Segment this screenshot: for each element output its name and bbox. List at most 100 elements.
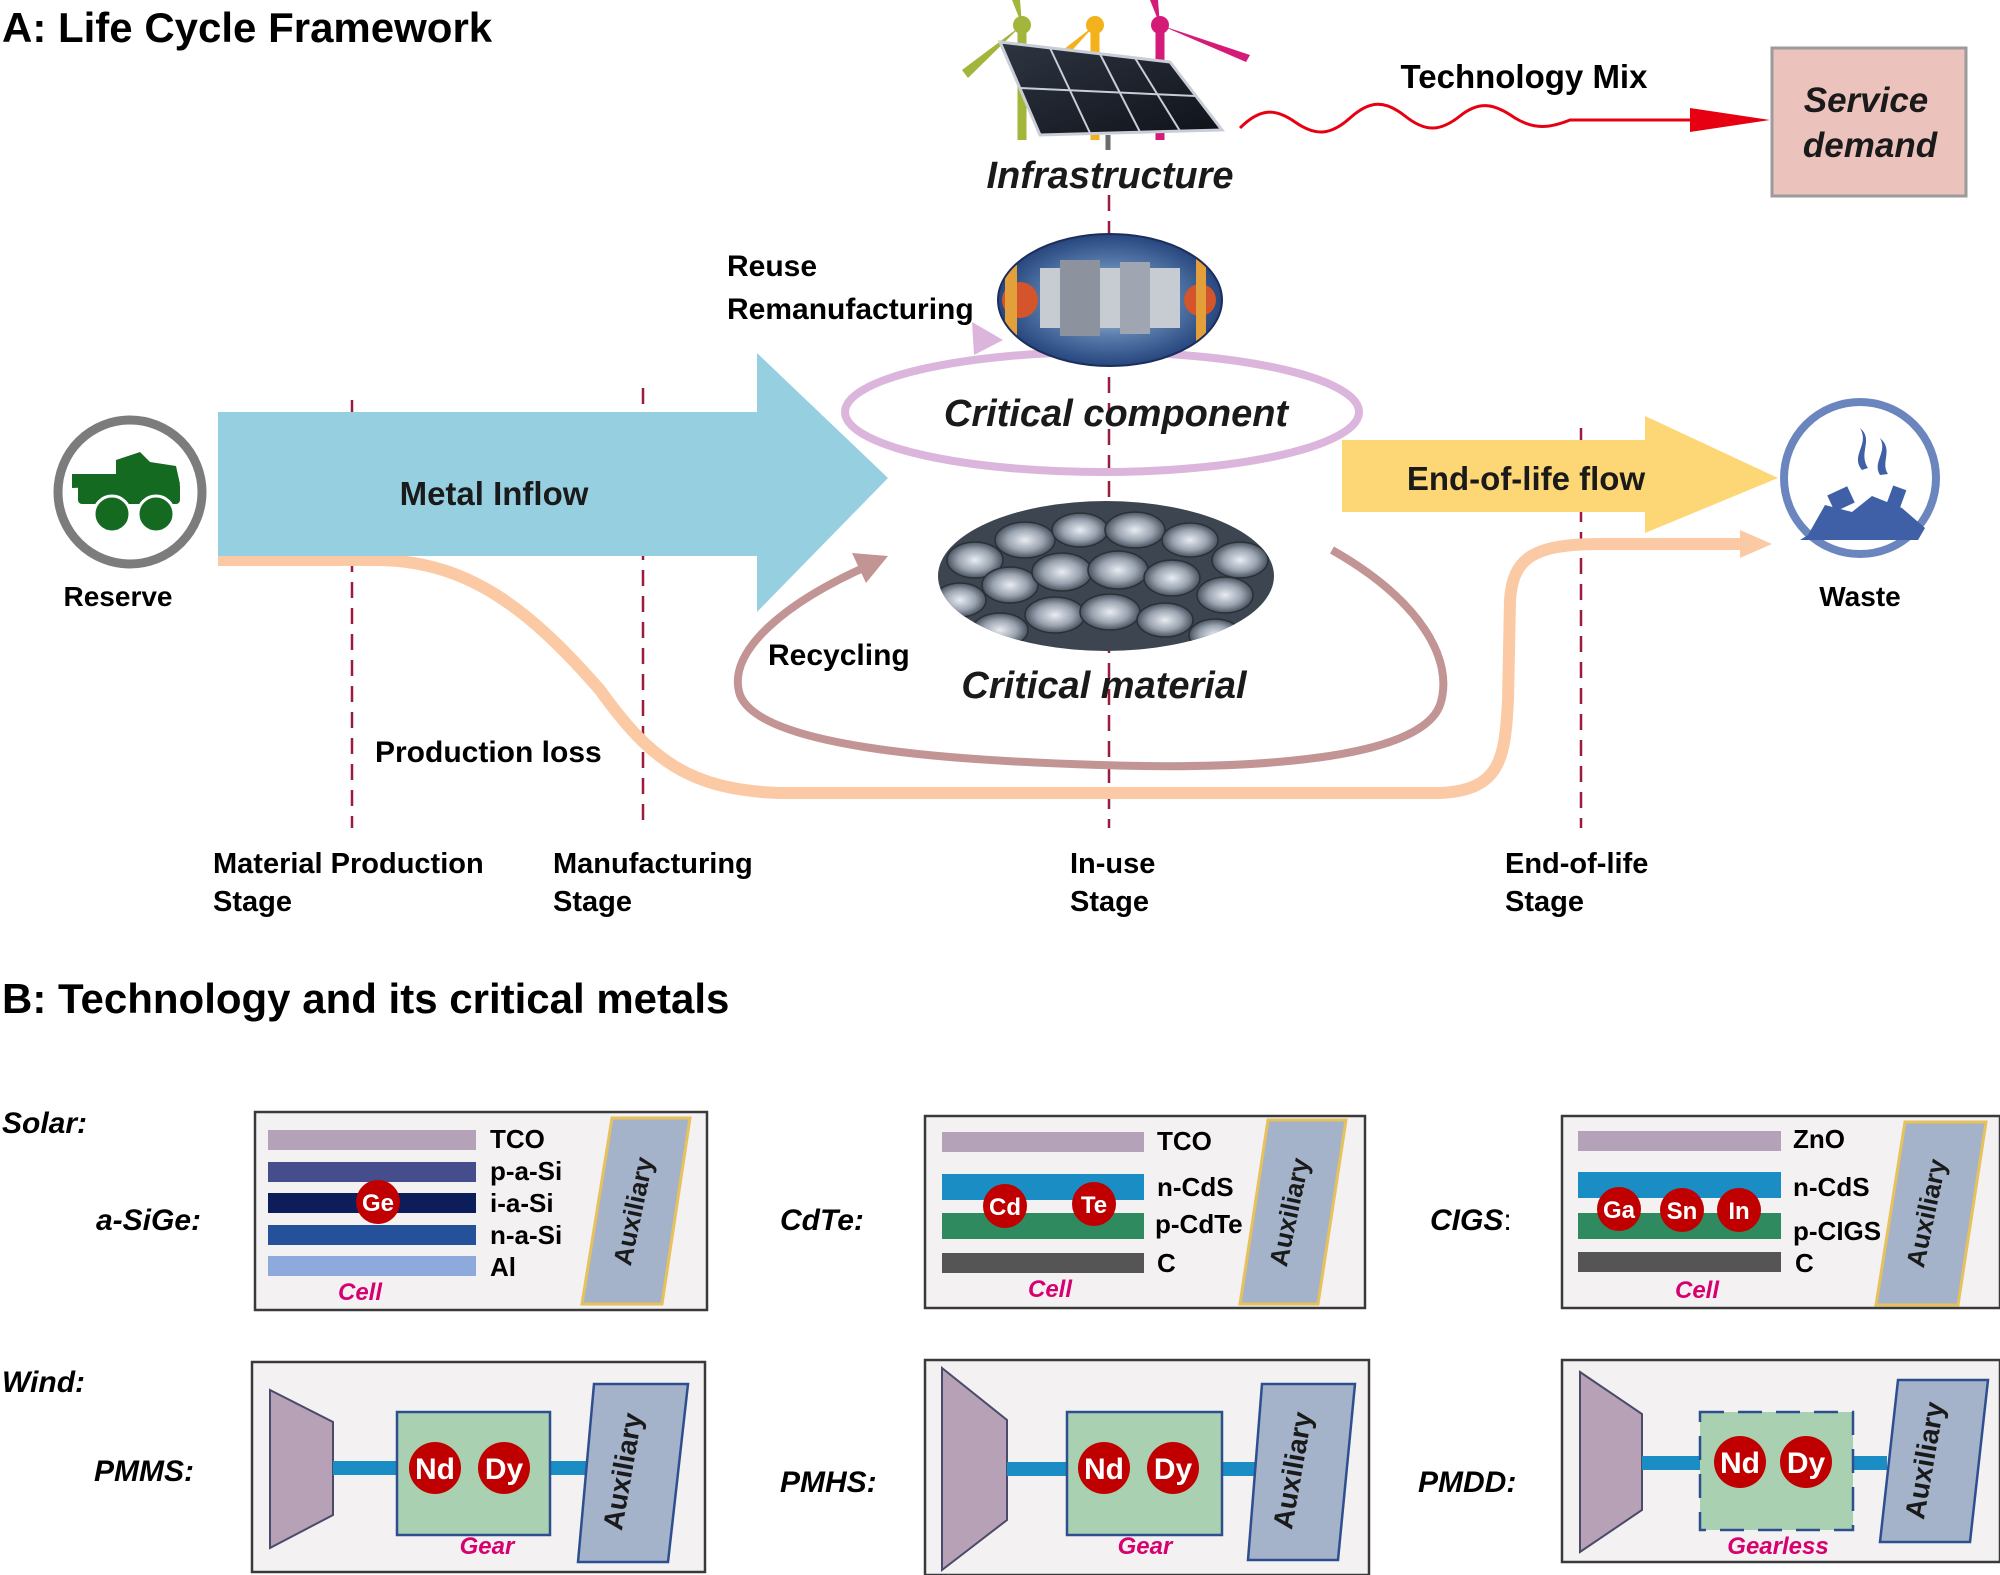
stage-material-line1: Material Production <box>213 848 484 880</box>
metal-dy <box>1780 1436 1832 1488</box>
metal-inflow-arrow <box>218 353 888 612</box>
wind-pmms-diagram: PMMS: Nd Dy Gear Auxiliary <box>94 1360 707 1574</box>
metal-cd-label: Cd <box>989 1194 1021 1221</box>
rotor-hub-icon <box>941 1365 1008 1573</box>
part-gearless: Gearless <box>1727 1533 1828 1560</box>
part-cell: Cell <box>338 1279 383 1306</box>
critical-material-image <box>938 501 1274 651</box>
remanufacturing-label: Remanufacturing <box>727 293 974 326</box>
production-loss-arrowhead <box>1740 530 1772 558</box>
reserve-label: Reserve <box>64 581 173 612</box>
infrastructure-label: Infrastructure <box>986 155 1233 197</box>
auxiliary-block <box>1874 1120 1988 1307</box>
end-of-life-flow-arrow <box>1342 416 1778 533</box>
stage-end-of-life-line1: End-of-life <box>1505 848 1648 880</box>
critical-material-label: Critical material <box>961 665 1248 707</box>
rotor-hub-icon <box>1579 1370 1643 1554</box>
technology-mix-arrowhead <box>1690 108 1770 132</box>
metal-nd <box>1078 1442 1130 1494</box>
metal-dy-label: Dy <box>1787 1447 1826 1480</box>
metal-ge <box>356 1180 400 1224</box>
solar-a-sige-diagram: a-SiGe: TCO p-a-Si i-a-Si n-a-Si Al Ge C… <box>96 1110 709 1312</box>
metal-dy-label: Dy <box>485 1453 524 1486</box>
infrastructure-image <box>962 0 1250 150</box>
auxiliary-block <box>576 1382 690 1564</box>
recycling-label: Recycling <box>768 639 910 672</box>
end-of-life-flow-label: End-of-life flow <box>1407 460 1646 497</box>
auxiliary-block <box>1246 1382 1357 1562</box>
metal-ge-label: Ge <box>362 1190 394 1217</box>
metal-dy <box>1147 1442 1199 1494</box>
wind-pmhs-diagram: PMHS: Nd Dy Gear Auxiliary <box>780 1358 1371 1575</box>
section-a-title: A: Life Cycle Framework <box>2 4 493 51</box>
metal-nd-label: Nd <box>1084 1453 1124 1486</box>
metal-sn-label: Sn <box>1667 1198 1698 1225</box>
metal-dy-label: Dy <box>1154 1453 1193 1486</box>
layer-n-cds: n-CdS <box>1157 1172 1234 1202</box>
solar-a-sige-name: a-SiGe: <box>96 1204 201 1237</box>
layer-n-cds: n-CdS <box>1793 1172 1870 1202</box>
layer-p-a-si: p-a-Si <box>490 1156 562 1186</box>
recycling-arrowhead <box>852 553 888 583</box>
wind-pmms-name: PMMS: <box>94 1455 194 1488</box>
wind-pmdd-name: PMDD: <box>1418 1466 1516 1499</box>
part-gear: Gear <box>1118 1533 1174 1560</box>
metal-te <box>1072 1182 1116 1226</box>
reuse-arrowhead <box>972 322 1003 355</box>
stage-labels: Material Production Stage Manufacturing … <box>213 848 1648 918</box>
stage-in-use-line2: Stage <box>1070 886 1149 918</box>
metal-nd-label: Nd <box>1720 1447 1760 1480</box>
metal-te-label: Te <box>1081 1192 1107 1219</box>
layer-c: C <box>1795 1248 1814 1278</box>
waste-label: Waste <box>1819 581 1900 612</box>
layer-p-cigs: p-CIGS <box>1793 1216 1881 1246</box>
critical-component-label: Critical component <box>944 393 1289 435</box>
service-demand-line2: demand <box>1803 126 1938 165</box>
service-demand-line1: Service <box>1804 81 1929 120</box>
production-loss-label: Production loss <box>375 736 602 769</box>
part-cell: Cell <box>1675 1277 1720 1304</box>
section-b-title: B: Technology and its critical metals <box>2 975 729 1022</box>
stage-end-of-life-line2: Stage <box>1505 886 1584 918</box>
wind-pmdd-diagram: PMDD: Nd Dy Gearless Auxiliary <box>1418 1358 2000 1564</box>
layer-al: Al <box>490 1252 516 1282</box>
metal-nd <box>409 1442 461 1494</box>
layer-n-a-si: n-a-Si <box>490 1220 562 1250</box>
technology-mix-label: Technology Mix <box>1401 58 1649 95</box>
wind-label: Wind: <box>2 1366 85 1399</box>
wind-pmhs-name: PMHS: <box>780 1466 877 1499</box>
waste-icon <box>1780 398 1940 558</box>
stage-in-use-line1: In-use <box>1070 848 1155 880</box>
metal-nd-label: Nd <box>415 1453 455 1486</box>
layer-p-cdte: p-CdTe <box>1155 1209 1243 1239</box>
metal-in <box>1717 1188 1761 1232</box>
solar-cdte-diagram: CdTe: TCO n-CdS p-CdTe C Cd Te Cell Auxi… <box>780 1114 1367 1310</box>
solar-panel-icon <box>997 40 1225 150</box>
auxiliary-block <box>580 1116 692 1306</box>
reuse-label: Reuse <box>727 250 817 283</box>
layer-tco: TCO <box>1157 1126 1212 1156</box>
stage-manufacturing-line1: Manufacturing <box>553 848 753 880</box>
metal-sn <box>1660 1188 1704 1232</box>
layer-zno: ZnO <box>1793 1124 1845 1154</box>
service-demand-box <box>1770 46 1968 198</box>
solar-cdte-name: CdTe: <box>780 1204 864 1237</box>
metal-ga-label: Ga <box>1603 1197 1636 1224</box>
rotor-hub-icon <box>269 1388 334 1550</box>
production-loss-flow <box>218 538 1750 799</box>
auxiliary-block <box>1238 1118 1348 1306</box>
auxiliary-block <box>1878 1378 1990 1544</box>
recycling-loop <box>734 546 1448 771</box>
solar-label: Solar: <box>2 1107 87 1140</box>
part-cell: Cell <box>1028 1276 1073 1303</box>
critical-component-image <box>998 234 1222 366</box>
solar-cigs-diagram: CIGS: ZnO n-CdS p-CIGS C Ga Sn In Cell A… <box>1430 1114 2000 1310</box>
metal-cd <box>983 1184 1027 1228</box>
metal-dy <box>478 1442 530 1494</box>
metal-inflow-label: Metal Inflow <box>400 475 589 512</box>
metal-in-label: In <box>1728 1198 1749 1225</box>
stage-manufacturing-line2: Stage <box>553 886 632 918</box>
metal-nd <box>1714 1436 1766 1488</box>
layer-i-a-si: i-a-Si <box>490 1188 554 1218</box>
